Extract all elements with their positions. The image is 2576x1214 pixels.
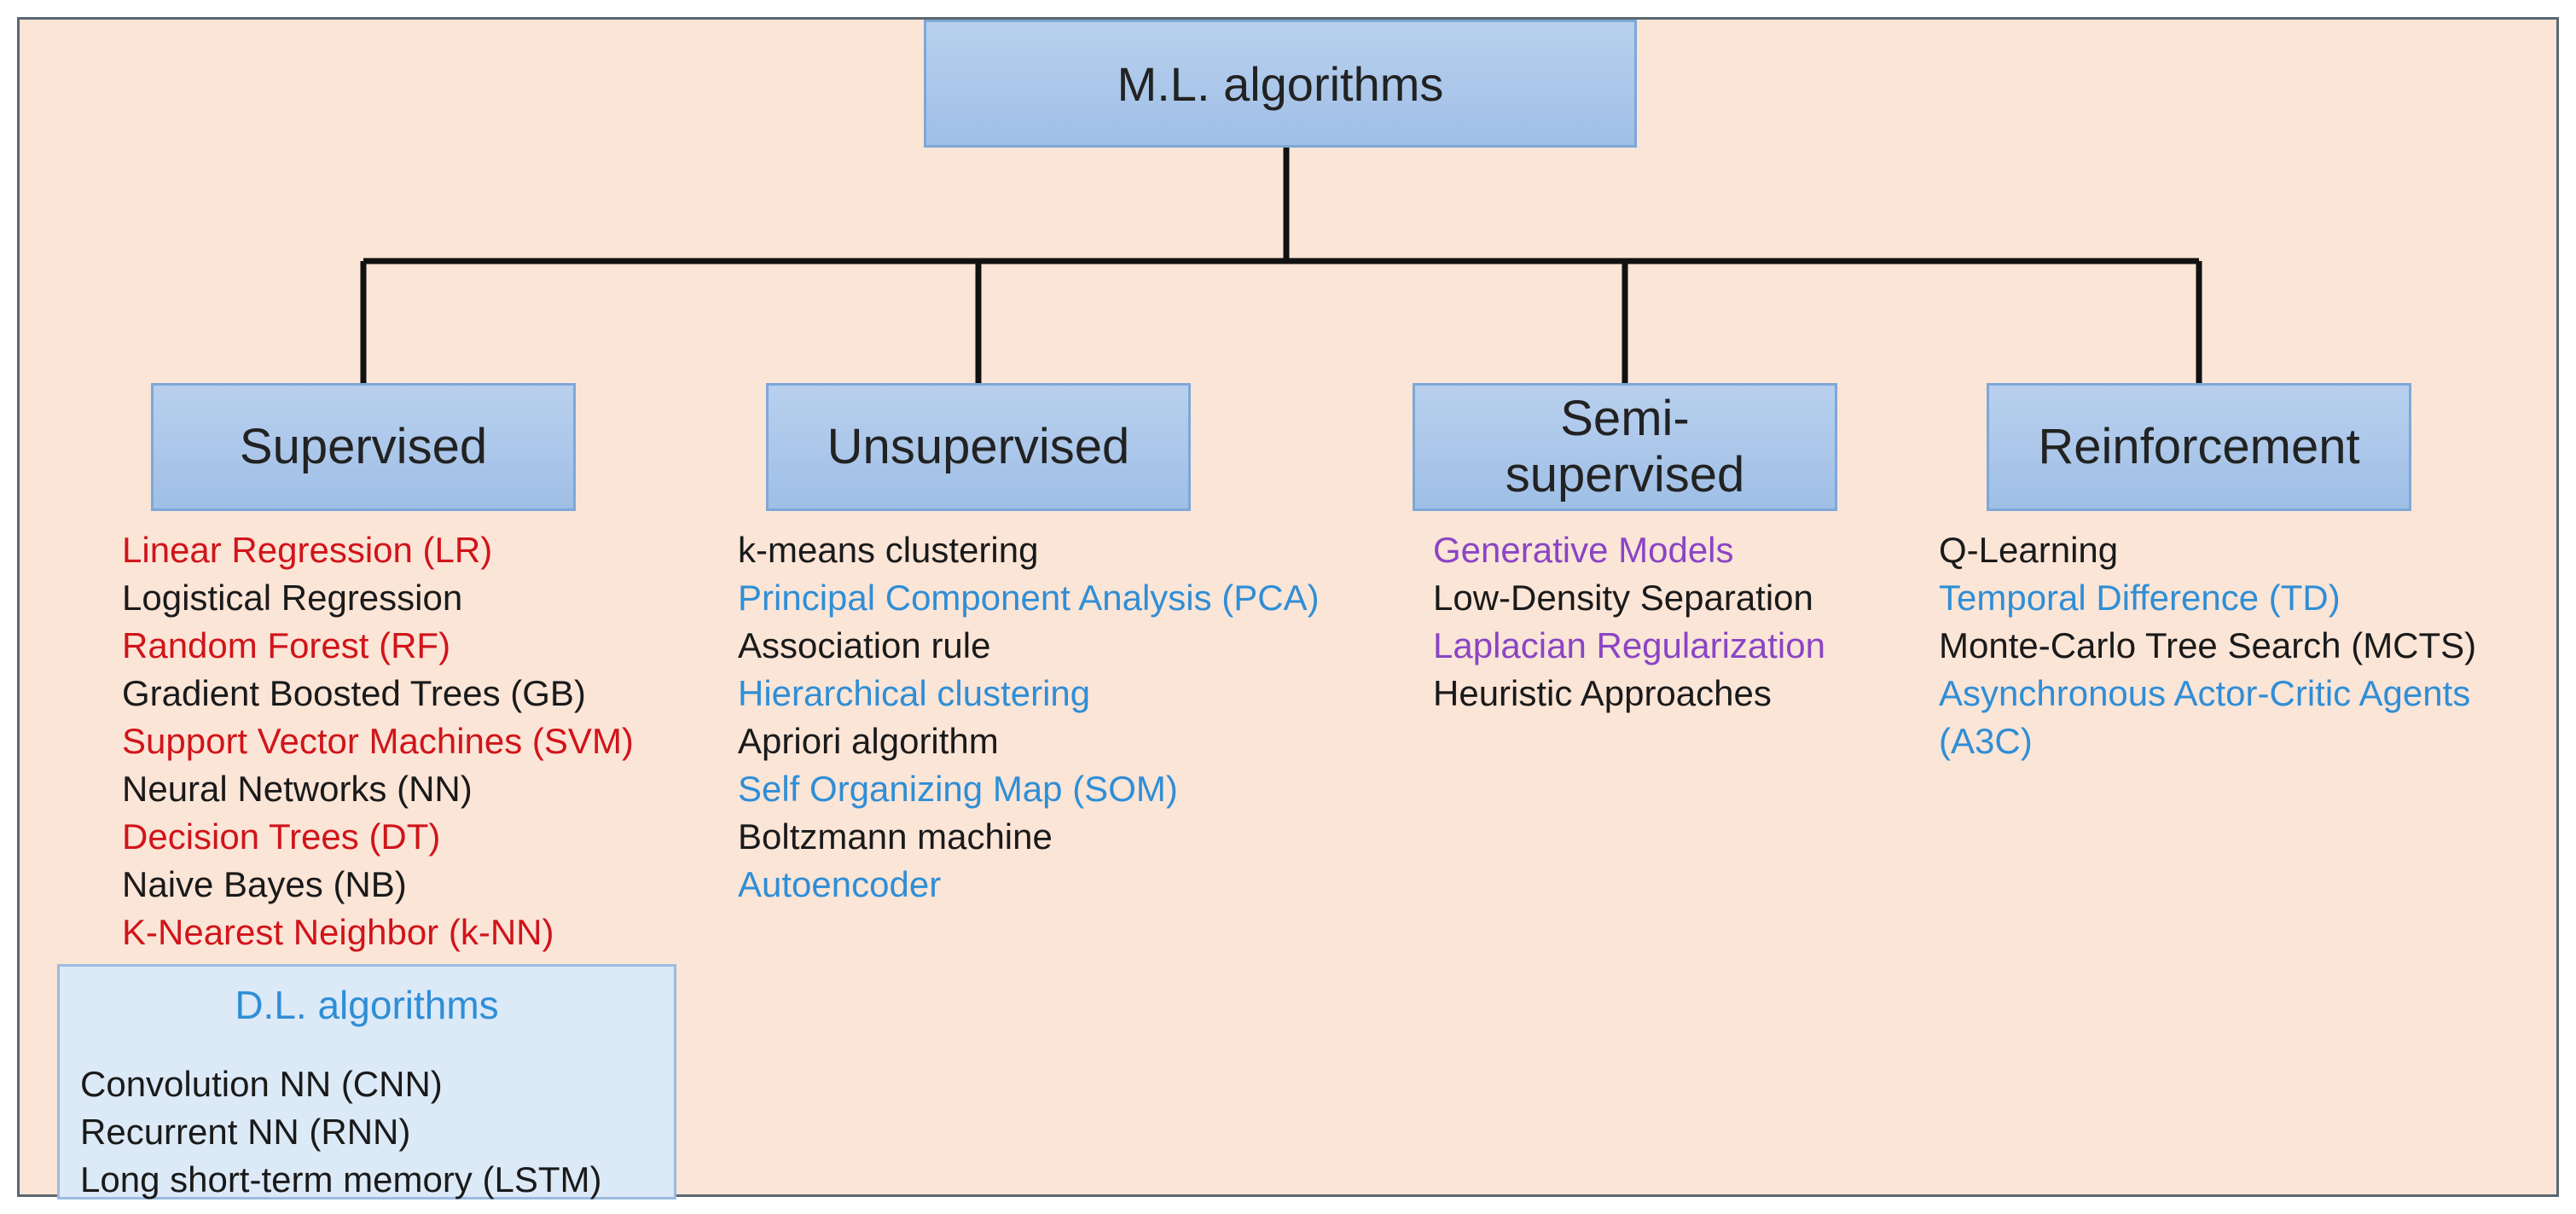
algorithm-item: Q-Learning — [1939, 530, 2119, 570]
algorithm-item: Hierarchical clustering — [738, 673, 1091, 713]
algorithm-item: Generative Models — [1433, 530, 1734, 570]
deep-learning-item: Convolution NN (CNN) — [80, 1064, 443, 1104]
deep-learning-list: Convolution NN (CNN) Recurrent NN (RNN) Lo… — [80, 1060, 601, 1204]
algorithm-item: Naive Bayes (NB) — [122, 864, 407, 904]
connector-lines — [360, 148, 2202, 383]
algorithm-item: K-Nearest Neighbor (k-NN) — [122, 912, 554, 952]
algorithm-item: Laplacian Regularization — [1433, 625, 1825, 665]
algorithm-item: Gradient Boosted Trees (GB) — [122, 673, 586, 713]
algorithm-item: Temporal Difference (TD) — [1939, 578, 2341, 618]
category-label: Supervised — [239, 419, 488, 474]
category-label: Semi- supervised — [1505, 391, 1745, 502]
category-semi-supervised: Semi- supervised — [1413, 383, 1837, 511]
root-node: M.L. algorithms — [924, 20, 1637, 148]
algorithm-item: Heuristic Approaches — [1433, 673, 1772, 713]
algorithm-item: Low-Density Separation — [1433, 578, 1813, 618]
algorithm-item: Random Forest (RF) — [122, 625, 451, 665]
deep-learning-item: Recurrent NN (RNN) — [80, 1112, 411, 1152]
algorithm-item: Linear Regression (LR) — [122, 530, 493, 570]
supervised-algorithm-list: Linear Regression (LR) Logistical Regress… — [122, 526, 634, 956]
algorithm-item: Monte-Carlo Tree Search (MCTS) — [1939, 625, 2477, 665]
algorithm-item: Apriori algorithm — [738, 721, 999, 761]
algorithm-item: Boltzmann machine — [738, 816, 1053, 857]
algorithm-item: Support Vector Machines (SVM) — [122, 721, 634, 761]
category-label: Unsupervised — [827, 419, 1130, 474]
algorithm-item: k-means clustering — [738, 530, 1039, 570]
algorithm-item: Decision Trees (DT) — [122, 816, 441, 857]
deep-learning-box: D.L. algorithms Convolution NN (CNN) Recu… — [57, 964, 676, 1199]
deep-learning-title: D.L. algorithms — [235, 983, 499, 1027]
algorithm-item: Self Organizing Map (SOM) — [738, 769, 1178, 809]
algorithm-item: Neural Networks (NN) — [122, 769, 473, 809]
category-label: Reinforcement — [2038, 419, 2360, 474]
category-supervised: Supervised — [151, 383, 576, 511]
algorithm-item: Logistical Regression — [122, 578, 463, 618]
deep-learning-item: Long short-term memory (LSTM) — [80, 1159, 602, 1199]
algorithm-item: Asynchronous Actor-Critic Agents (A3C) — [1939, 673, 2471, 761]
algorithm-item: Principal Component Analysis (PCA) — [738, 578, 1320, 618]
diagram-canvas: M.L. algorithms Supervised Unsupervised … — [17, 17, 2559, 1199]
category-unsupervised: Unsupervised — [766, 383, 1191, 511]
algorithm-item: Autoencoder — [738, 864, 942, 904]
category-reinforcement: Reinforcement — [1987, 383, 2411, 511]
algorithm-item: Association rule — [738, 625, 991, 665]
